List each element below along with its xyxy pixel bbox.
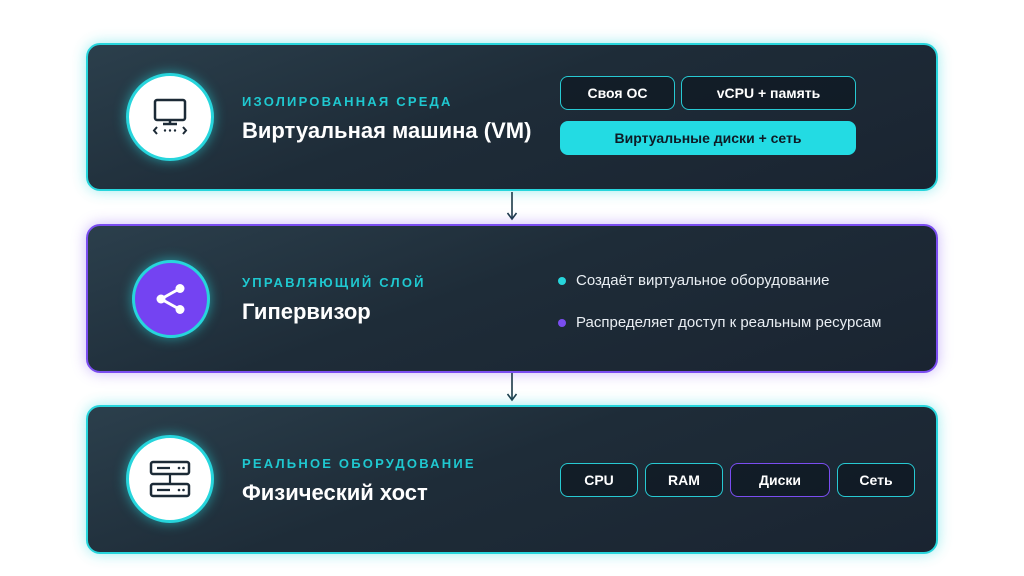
tag-virtual-disks-network: Виртуальные диски + сеть <box>560 121 856 155</box>
host-title: Физический хост <box>242 480 428 505</box>
monitor-code-icon <box>152 98 188 135</box>
bullet-text: Распределяет доступ к реальным ресурсам <box>576 314 882 331</box>
vm-icon-circle <box>126 73 214 161</box>
vm-title: Виртуальная машина (VM) <box>242 118 532 143</box>
host-icon-circle <box>126 435 214 523</box>
hypervisor-eyebrow: УПРАВЛЯЮЩИЙ СЛОЙ <box>242 275 426 290</box>
hypervisor-icon-circle <box>132 260 210 338</box>
tag-disks: Диски <box>730 463 830 497</box>
arrow-down-icon <box>506 373 518 402</box>
purple-dot-icon <box>558 318 566 327</box>
bullet-text: Создаёт виртуальное оборудование <box>576 272 830 289</box>
host-eyebrow: РЕАЛЬНОЕ ОБОРУДОВАНИЕ <box>242 456 476 471</box>
bullet-item: Распределяет доступ к реальным ресурсам <box>558 314 882 331</box>
hypervisor-title: Гипервизор <box>242 299 371 324</box>
tag-network: Сеть <box>837 463 915 497</box>
tag-ram: RAM <box>645 463 723 497</box>
bullet-item: Создаёт виртуальное оборудование <box>558 272 830 289</box>
cyan-dot-icon <box>558 276 566 285</box>
vm-layer-card: ИЗОЛИРОВАННАЯ СРЕДА Виртуальная машина (… <box>86 43 938 191</box>
share-icon <box>156 284 185 314</box>
tag-cpu: CPU <box>560 463 638 497</box>
server-icon <box>149 460 191 498</box>
tag-vcpu-memory: vCPU + память <box>681 76 856 110</box>
tag-own-os: Своя ОС <box>560 76 675 110</box>
arrow-down-icon <box>506 192 518 221</box>
hypervisor-layer-card: УПРАВЛЯЮЩИЙ СЛОЙ Гипервизор Создаёт вирт… <box>86 224 938 373</box>
vm-eyebrow: ИЗОЛИРОВАННАЯ СРЕДА <box>242 94 453 109</box>
physical-host-layer-card: РЕАЛЬНОЕ ОБОРУДОВАНИЕ Физический хост CP… <box>86 405 938 554</box>
